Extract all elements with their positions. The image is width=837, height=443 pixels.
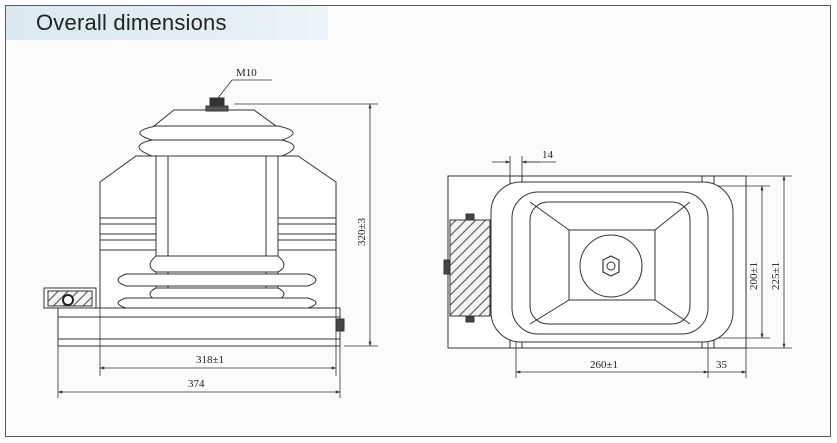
front-dimensions bbox=[57, 79, 378, 398]
top-nut bbox=[602, 255, 620, 277]
dim-width-overall: 225±1 bbox=[770, 262, 782, 290]
dim-base-overall: 374 bbox=[188, 378, 205, 390]
upper-sheds bbox=[138, 109, 295, 157]
lower-sheds bbox=[117, 255, 317, 309]
dim-base-inner: 318±1 bbox=[196, 354, 224, 366]
top-dimensions bbox=[492, 156, 792, 378]
title-bar: Overall dimensions bbox=[6, 6, 328, 40]
dim-bolt: M10 bbox=[236, 67, 257, 79]
side-ribs bbox=[100, 217, 336, 251]
top-terminal-block bbox=[449, 219, 491, 317]
front-view bbox=[43, 97, 345, 347]
right-lug bbox=[335, 318, 345, 332]
technical-drawing: M10 320±3 318±1 374 bbox=[43, 67, 792, 398]
base-plate bbox=[57, 307, 341, 347]
dim-width-inner: 200±1 bbox=[748, 262, 760, 290]
drawing-frame: Overall dimensions bbox=[5, 5, 831, 437]
dim-height: 320±3 bbox=[356, 217, 368, 246]
dim-slot: 14 bbox=[542, 149, 554, 161]
dim-edge-offset: 35 bbox=[716, 359, 728, 371]
top-view bbox=[443, 175, 747, 349]
dim-mount-spacing: 260±1 bbox=[590, 359, 618, 371]
section-title: Overall dimensions bbox=[36, 10, 227, 35]
